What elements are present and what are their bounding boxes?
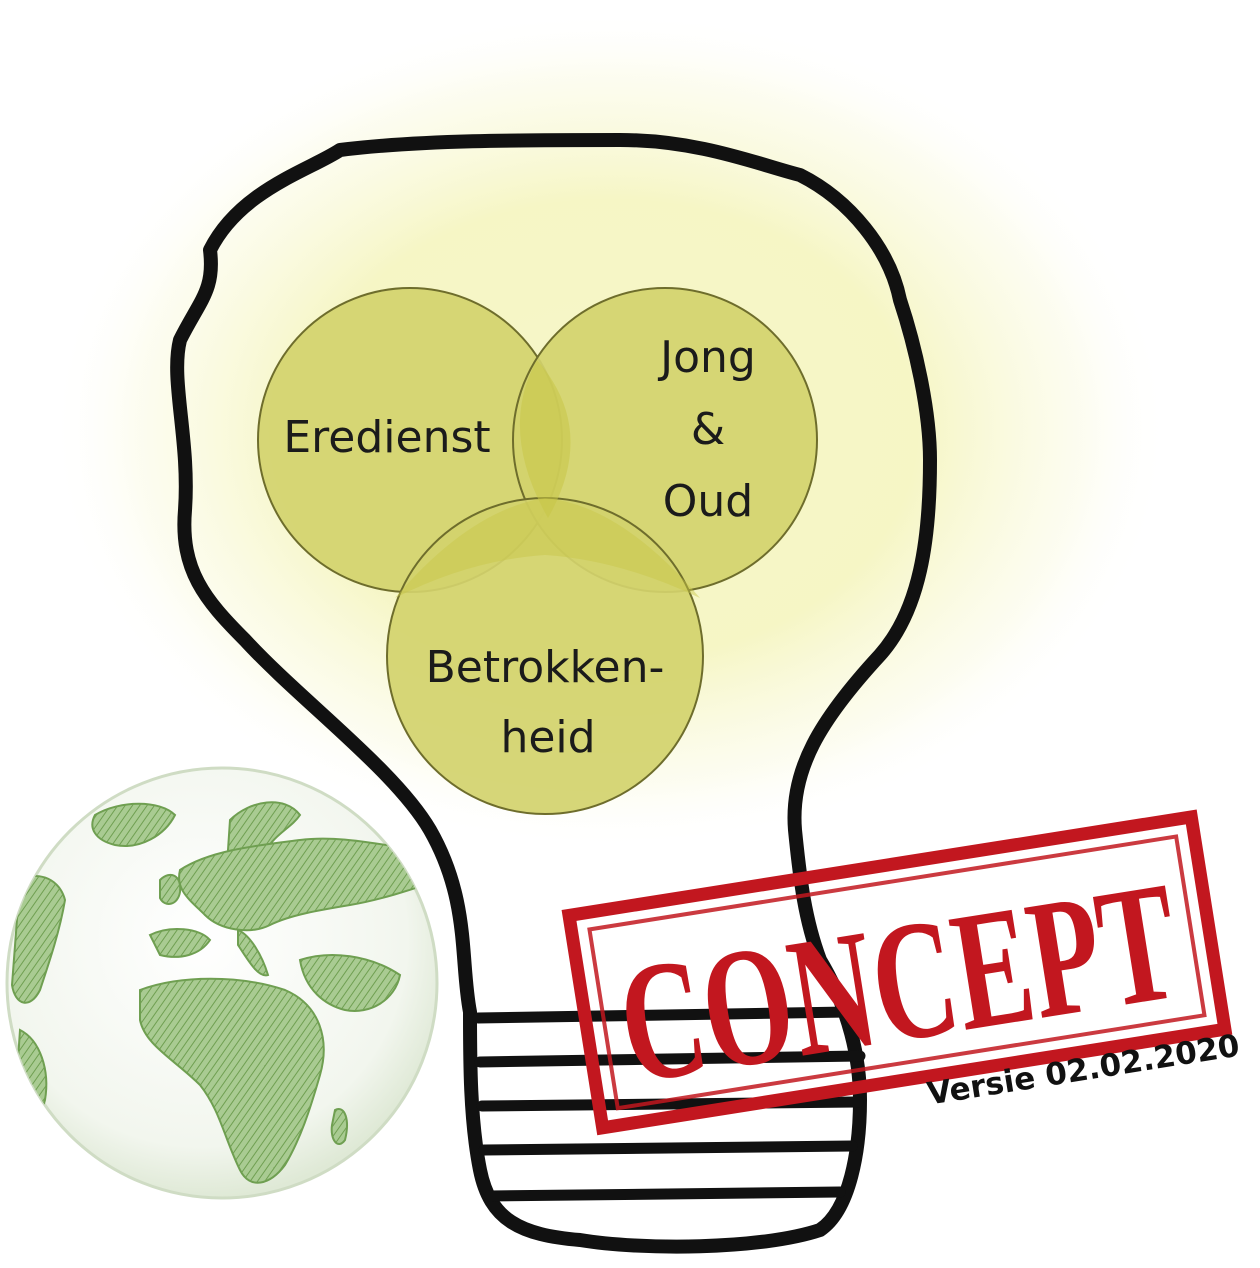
lightbulb-outline-icon (170, 133, 937, 1254)
venn-label-oud: Oud (663, 476, 753, 527)
venn-label-eredienst: Eredienst (283, 412, 490, 463)
venn-label-jong: Jong (657, 332, 756, 383)
stamp-outer-frame (561, 809, 1233, 1136)
venn-label-betrokken: Betrokken- (426, 642, 665, 693)
venn-label-ampersand: & (691, 404, 725, 455)
venn-diagram: Eredienst Jong & Oud Betrokken- heid (257, 287, 818, 815)
venn-label-heid: heid (500, 712, 595, 763)
venn-overlap-top (519, 360, 571, 518)
world-globe-icon (5, 766, 439, 1200)
stamp-inner-frame (587, 834, 1207, 1111)
venn-overlap-bottom (395, 498, 700, 598)
